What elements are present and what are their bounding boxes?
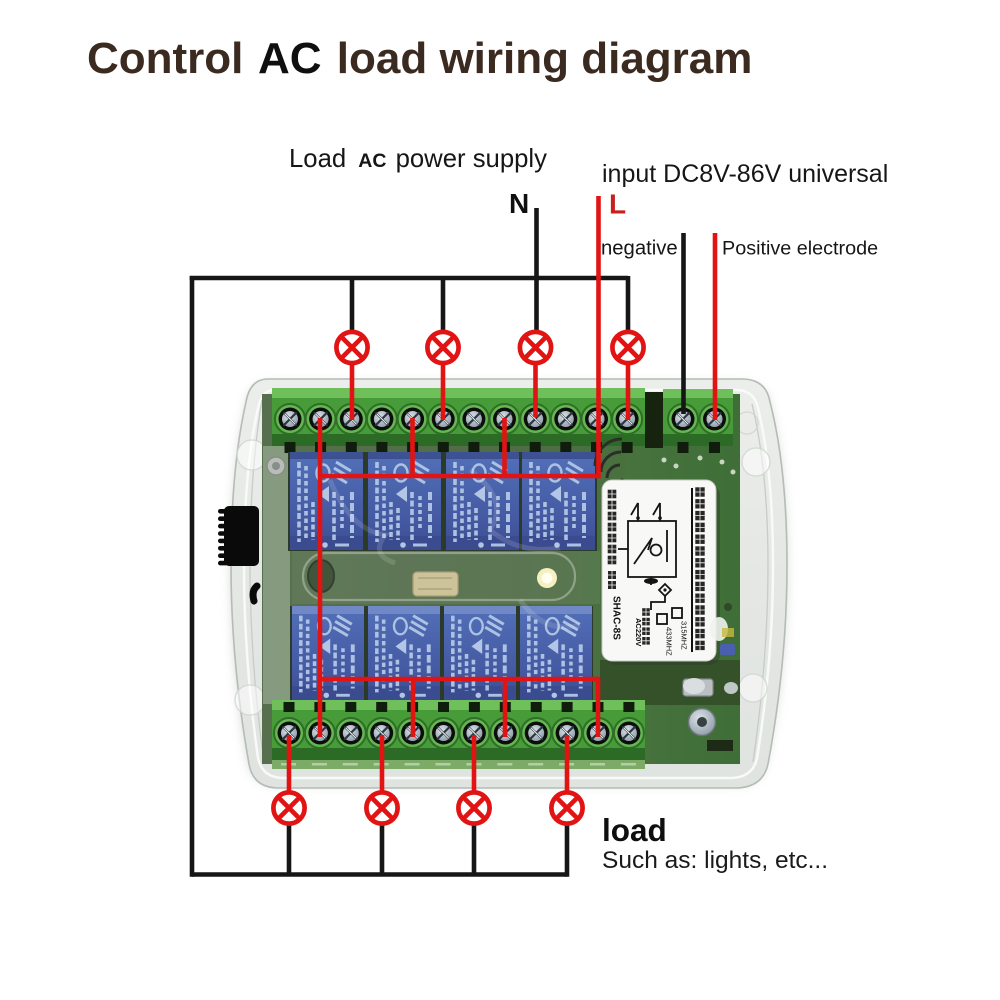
svg-text:Positive electrode: Positive electrode	[722, 238, 878, 260]
svg-text:315MHZ: 315MHZ	[680, 621, 689, 650]
svg-text:AC220V: AC220V	[634, 618, 643, 646]
svg-text:negative: negative	[601, 238, 678, 260]
svg-text:L: L	[609, 189, 626, 220]
svg-text:Control AC load wiring diagram: Control AC load wiring diagram	[87, 34, 752, 83]
svg-text:SHAC-8S: SHAC-8S	[611, 596, 622, 640]
svg-text:Such as: lights, etc...: Such as: lights, etc...	[602, 847, 828, 874]
svg-text:N: N	[509, 188, 529, 219]
svg-text:load: load	[602, 812, 667, 848]
svg-text:input DC8V-86V universal: input DC8V-86V universal	[602, 160, 888, 188]
svg-text:Load AC power supply: Load AC power supply	[289, 145, 547, 173]
svg-text:433MHZ: 433MHZ	[665, 627, 674, 656]
